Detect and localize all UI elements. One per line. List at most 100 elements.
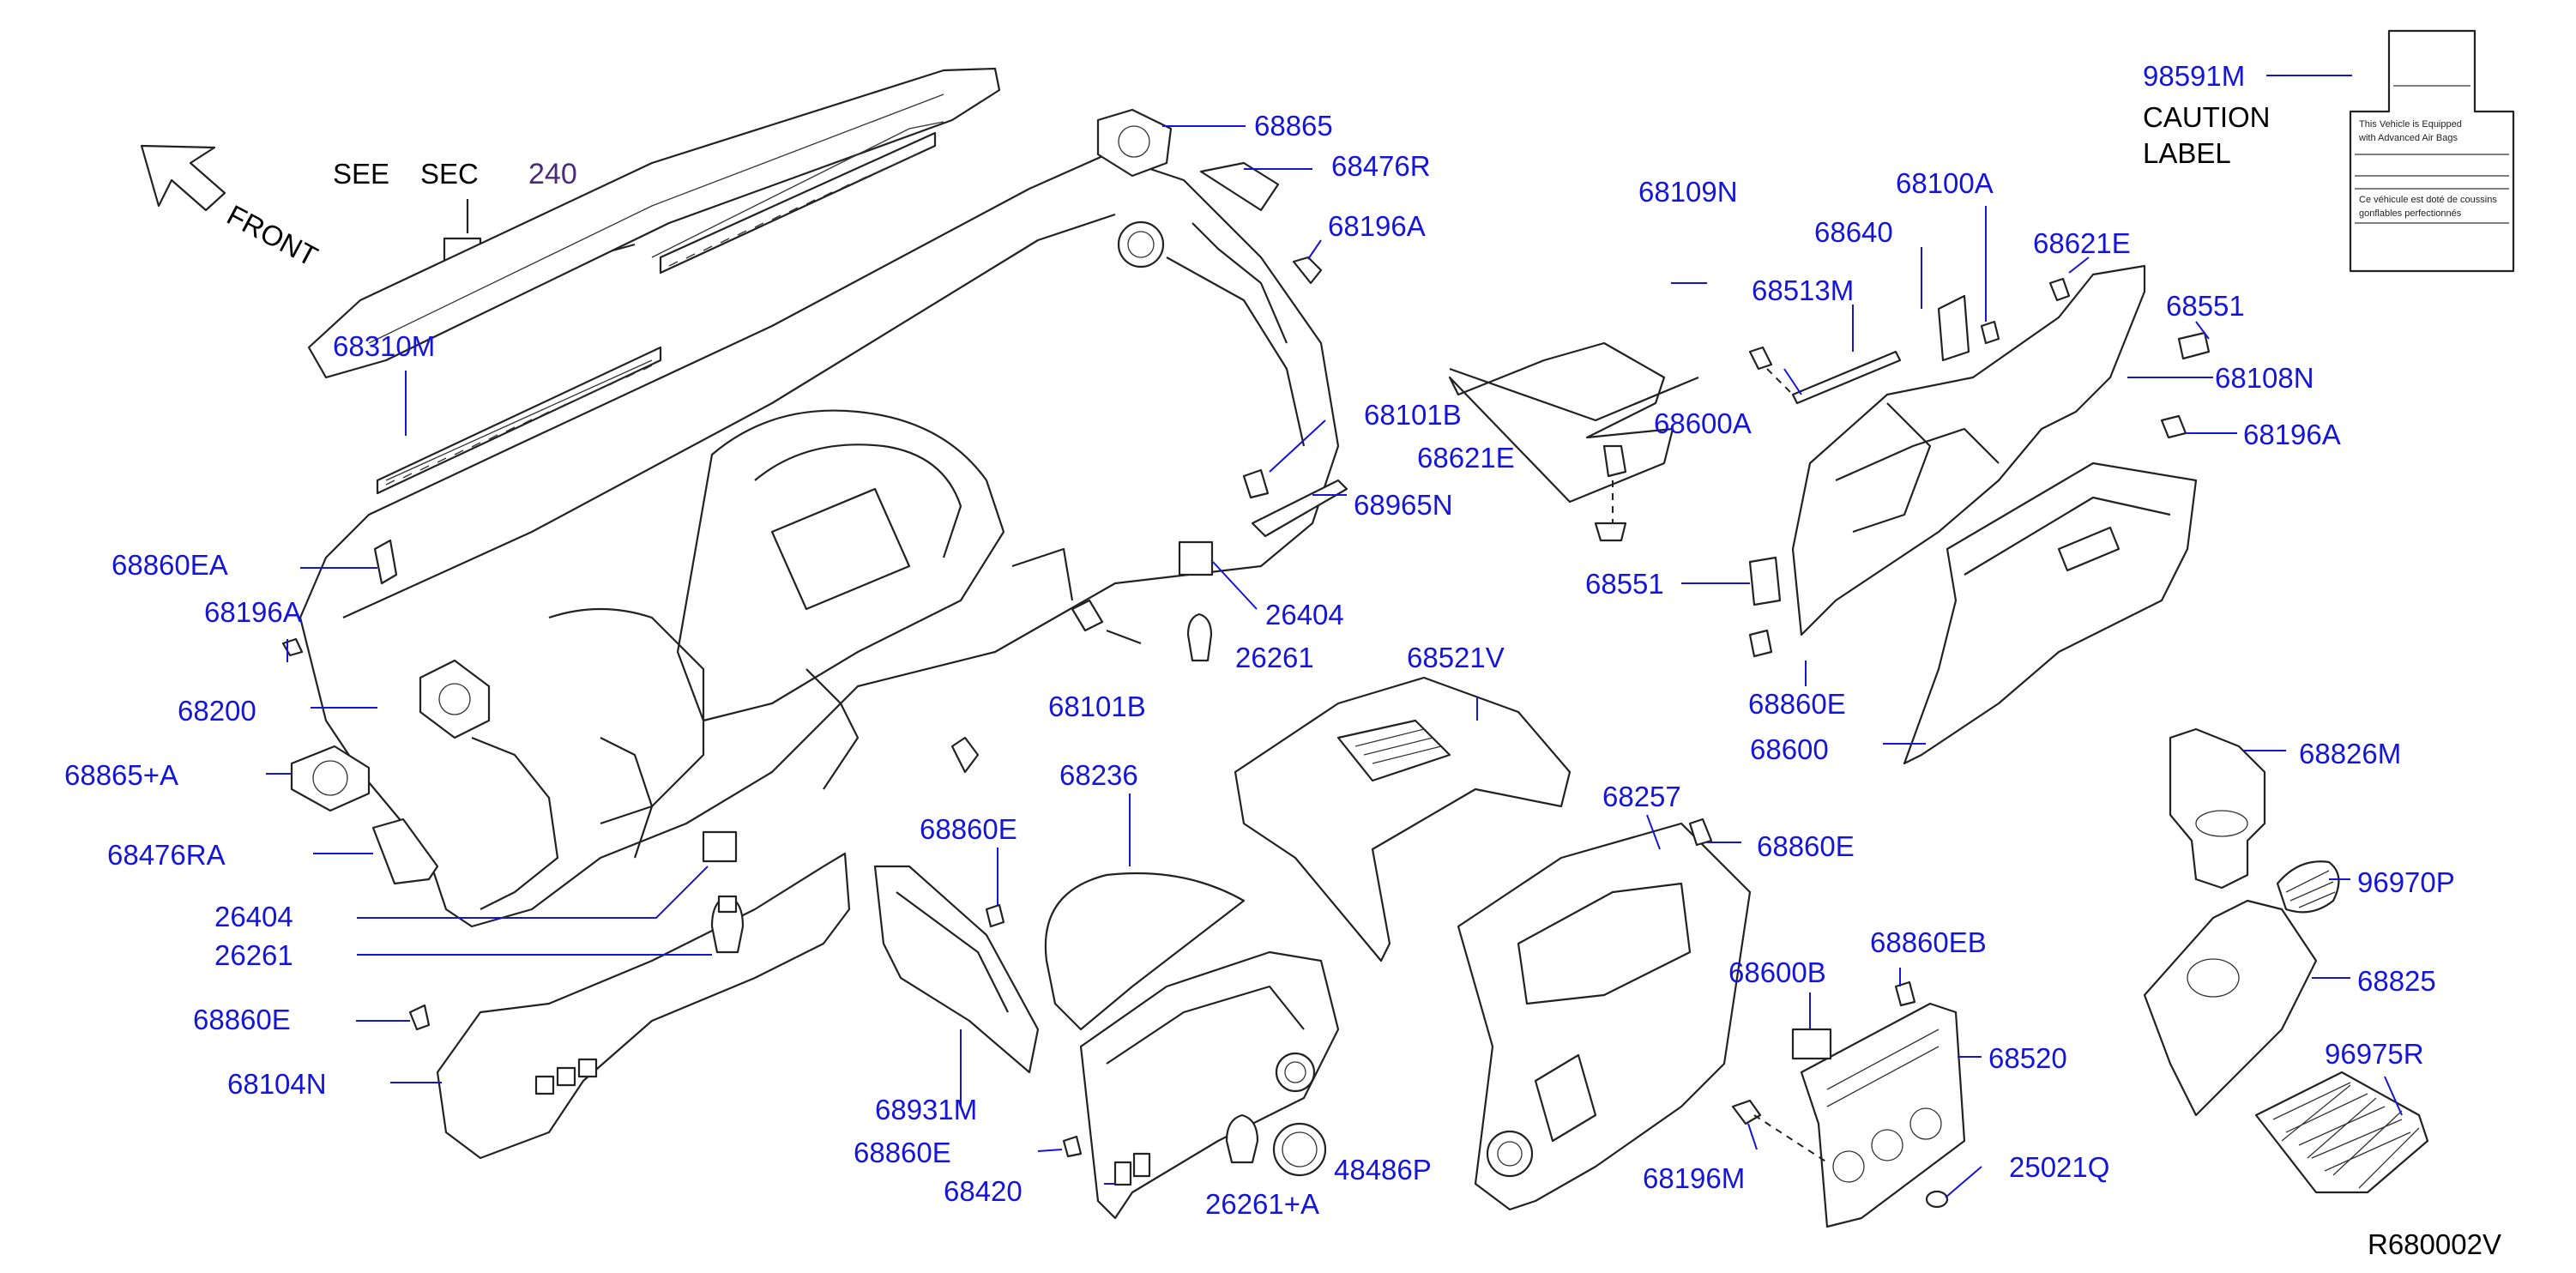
cup-holder-base-68825: [2143, 899, 2318, 1117]
rod-68513M: [1791, 350, 1902, 405]
label-25021Q: 25021Q: [2009, 1151, 2109, 1183]
label-68476RA: 68476RA: [107, 839, 226, 871]
label-68931M: 68931M: [875, 1094, 977, 1125]
clip-68860E-right: [1688, 817, 1713, 847]
screw-68196A-left: [281, 637, 304, 657]
label-68825: 68825: [2357, 965, 2436, 997]
front-arrow: FRONT: [140, 144, 323, 273]
label-68513M: 68513M: [1752, 275, 1854, 306]
see-text: SEE: [333, 158, 389, 190]
label-68196A-top: 68196A: [1328, 210, 1426, 242]
label-68196A-right: 68196A: [2243, 419, 2341, 450]
label-68476R: 68476R: [1331, 150, 1431, 182]
side-vent-ring-right: [1117, 220, 1165, 268]
screw-68100A: [1980, 320, 2000, 345]
label-68621E-mid: 68621E: [1417, 442, 1515, 474]
label-68860EB: 68860EB: [1870, 926, 1987, 958]
leader-lines: [266, 125, 2403, 1198]
sensor-26404-mid: [1178, 540, 1214, 576]
clip-68101B-bottom: [1071, 599, 1104, 632]
label-26404-left: 26404: [214, 901, 293, 932]
screw-68196M: [1731, 1099, 1762, 1125]
screw-68196A-top: [1292, 256, 1323, 285]
caution-label-sheet: This Vehicle is Equipped with Advanced A…: [2349, 29, 2515, 273]
caution-title-line2: LABEL: [2143, 137, 2231, 169]
clip-68860E-mid: [985, 903, 1005, 928]
label-96975R: 96975R: [2325, 1038, 2424, 1070]
ring-48486P: [1272, 1122, 1327, 1177]
panel-68551-left: [1748, 556, 1782, 606]
clip-68101B-top: [1242, 468, 1270, 499]
label-68108N: 68108N: [2215, 362, 2314, 394]
clip-68860E-bottom: [1062, 1135, 1083, 1158]
label-fr-line1: Ce véhicule est doté de coussins: [2359, 195, 2497, 205]
label-68101B-top: 68101B: [1364, 399, 1462, 431]
bulb-26261-left: [710, 895, 745, 954]
label-68100A: 68100A: [1896, 167, 1994, 199]
glovebox-housing-68108N: [1748, 264, 2211, 658]
diagram-code: R680002V: [2368, 1228, 2501, 1260]
label-68860EA: 68860EA: [112, 549, 228, 581]
label-68600A: 68600A: [1654, 407, 1752, 439]
instrument-panel-68200: [299, 153, 1340, 928]
screw-68196A-right: [2160, 414, 2187, 439]
clip-68551-top: [2177, 331, 2211, 360]
label-68860E-left: 68860E: [193, 1004, 291, 1035]
part-labels: 68865 68476R 68196A 68310M 68860EA 68196…: [64, 110, 2455, 1220]
label-26261-left: 26261: [214, 939, 293, 971]
panel-68476R: [1199, 161, 1280, 212]
label-68196M: 68196M: [1643, 1162, 1745, 1194]
label-26261A: 26261+A: [1205, 1188, 1319, 1220]
label-68640: 68640: [1814, 216, 1893, 248]
clip-68860EB: [1894, 980, 1916, 1007]
label-68860E-mid: 68860E: [920, 813, 1017, 845]
defroster-slats: [385, 359, 653, 481]
label-48486P: 48486P: [1334, 1154, 1432, 1186]
bulb-26261A: [1225, 1113, 1259, 1164]
front-label: FRONT: [222, 199, 323, 273]
label-68621E-right: 68621E: [2033, 227, 2131, 259]
label-68200: 68200: [178, 695, 256, 727]
label-68860E-glove: 68860E: [1748, 688, 1846, 720]
label-en-line1: This Vehicle is Equipped: [2359, 119, 2462, 130]
glovebox-lid-68600: [1903, 462, 2198, 765]
label-26404-mid: 26404: [1265, 599, 1344, 630]
label-68826M: 68826M: [2299, 738, 2401, 769]
label-68965N: 68965N: [1354, 489, 1453, 521]
clip-68621E-right: [2048, 277, 2071, 302]
label-68860E-right: 68860E: [1757, 830, 1855, 862]
clip-68860EA: [373, 539, 398, 585]
sec-text: SEC: [420, 158, 479, 190]
label-68109N: 68109N: [1638, 176, 1738, 208]
label-68420: 68420: [944, 1175, 1023, 1207]
hinge-68640: [1937, 294, 1970, 362]
sec-number: 240: [528, 158, 577, 190]
vent-68865: [1096, 108, 1173, 178]
label-68521V: 68521V: [1407, 642, 1505, 673]
clip-68621E-mid: [1602, 444, 1627, 478]
label-68310M: 68310M: [333, 330, 435, 362]
label-96970P: 96970P: [2357, 866, 2455, 898]
label-68600: 68600: [1750, 733, 1829, 765]
label-68236: 68236: [1059, 759, 1138, 791]
label-68196A-left: 68196A: [204, 596, 302, 628]
mat-96970P: [2276, 860, 2340, 914]
vent-68865A: [290, 745, 371, 812]
screw-68600A: [1748, 346, 1773, 371]
mat-96975R: [2254, 1071, 2429, 1194]
label-68104N: 68104N: [227, 1068, 327, 1100]
label-68865: 68865: [1254, 110, 1333, 142]
cap-25021Q: [1925, 1190, 1949, 1209]
switch-68600B: [1791, 1028, 1832, 1060]
cup-holder-68826M: [2169, 727, 2266, 890]
label-98591M: 98591M: [2143, 60, 2245, 92]
bulb-26261-mid: [1186, 612, 1213, 662]
clip-68860E-glove: [1748, 629, 1773, 658]
lower-cover-68104N: [436, 852, 851, 1160]
label-68101B-bottom: 68101B: [1048, 691, 1146, 722]
label-en-line2: with Advanced Air Bags: [2358, 133, 2458, 143]
label-68865A: 68865+A: [64, 759, 178, 791]
cluster-hood-68236: [1044, 872, 1246, 1031]
sensor-26404-left: [702, 830, 738, 863]
